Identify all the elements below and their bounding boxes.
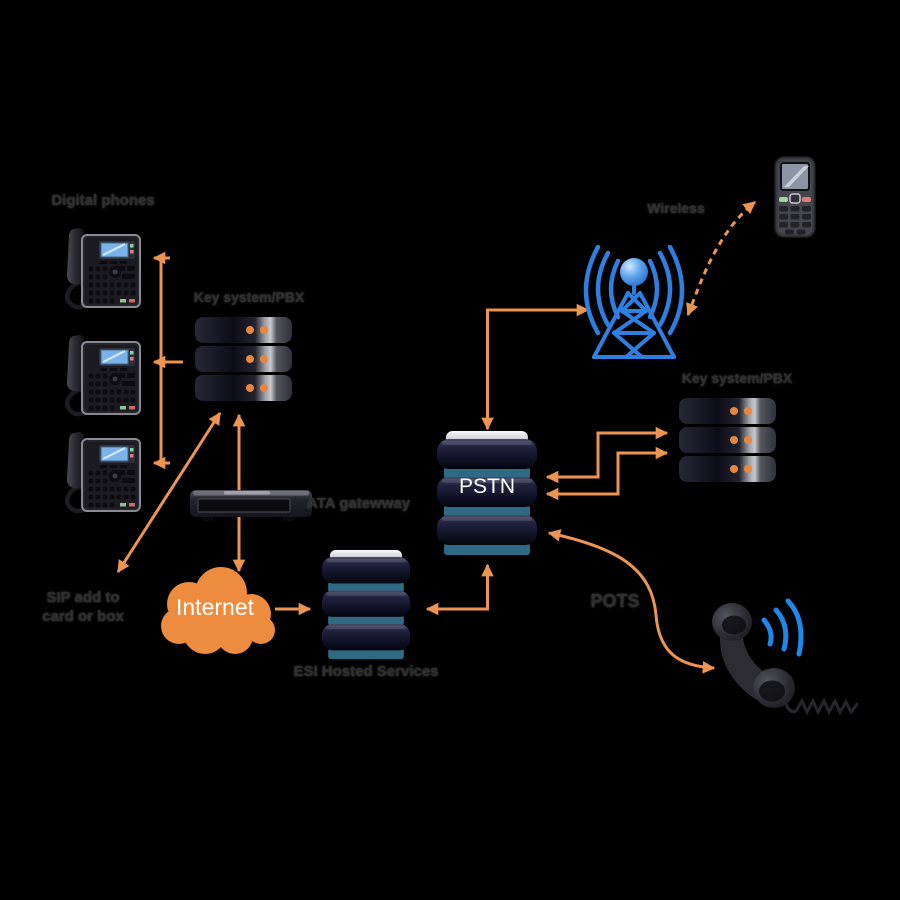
arrow-esi-pstn bbox=[425, 563, 494, 616]
ata-gateway-icon bbox=[190, 490, 312, 521]
digital-phones-label: Digital phones bbox=[51, 192, 155, 209]
server-stack-icon bbox=[195, 317, 292, 401]
telephone-handset-icon bbox=[712, 598, 859, 716]
internet-label: Internet bbox=[176, 594, 254, 620]
ata-gateway-label: ATA gatewway bbox=[307, 495, 411, 512]
desk-phone-icon bbox=[64, 228, 141, 310]
sip-add-label-line2: card or box bbox=[42, 608, 124, 625]
sip-add-label: SIP add to card or box bbox=[28, 588, 138, 626]
database-stack-icon bbox=[437, 431, 537, 555]
database-stack-icon bbox=[322, 550, 410, 660]
arrow-tower-mobile-dashed bbox=[686, 200, 756, 317]
key-system-pbx-left-label: Key system/PBX bbox=[193, 289, 305, 305]
key-system-pbx-right-label: Key system/PBX bbox=[681, 370, 793, 386]
sip-add-label-line1: SIP add to bbox=[46, 589, 120, 606]
arrow-pstn-tower bbox=[481, 303, 590, 431]
desk-phone-icon bbox=[64, 335, 141, 417]
internet-cloud-icon bbox=[161, 567, 275, 654]
arrow-pstn-pbxright-upper bbox=[545, 426, 669, 484]
esi-hosted-services-label: ESI Hosted Services bbox=[293, 663, 439, 680]
mobile-phone-icon bbox=[774, 156, 816, 238]
server-stack-icon bbox=[679, 398, 776, 482]
desk-phone-icon bbox=[64, 432, 141, 514]
wireless-label: Wireless bbox=[647, 200, 705, 216]
cell-tower-icon bbox=[583, 245, 685, 359]
arrow-pstn-pbxright-lower bbox=[545, 446, 669, 501]
arrow-pstn-pots bbox=[547, 529, 716, 674]
pstn-label: PSTN bbox=[458, 475, 515, 498]
pots-label: POTS bbox=[590, 591, 640, 611]
arrow-sip-pbx bbox=[116, 411, 222, 574]
